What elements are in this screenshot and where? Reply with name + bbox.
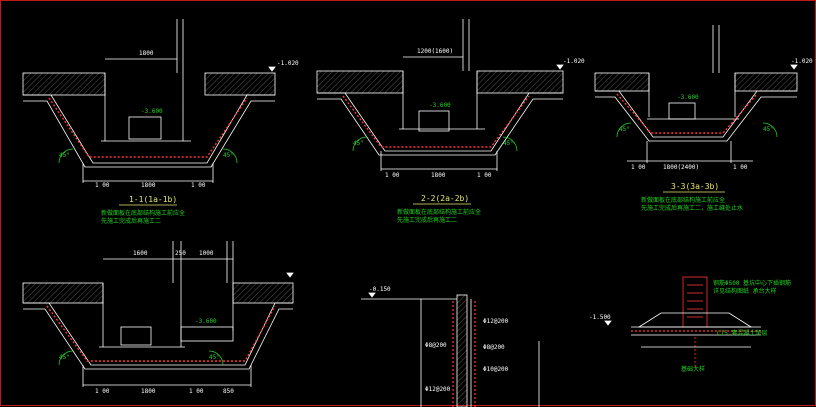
s1-slope-right: 45° [223, 152, 234, 159]
s3-dim-bottom-2: 1 00 [733, 164, 748, 171]
wall-label-4: Φ12@200 [425, 386, 451, 393]
s1-title: 1-1(1a-1b) [129, 195, 177, 204]
rebar-line [48, 97, 248, 158]
wall-detail [361, 292, 540, 407]
footing-base [637, 312, 753, 328]
s3-dim-bottom-0: 1 00 [631, 164, 646, 171]
sump [128, 116, 162, 140]
s2-slope-right: 45° [503, 140, 514, 147]
s1-slope-left: 45° [59, 152, 70, 159]
s1-level-pit: -3.600 [141, 108, 163, 115]
s4-dim-top-2: 1000 [199, 250, 214, 257]
s1-note-0: 新做面板在底部结构施工前应全 [101, 209, 185, 217]
s2-dim-bottom-1: 1800 [431, 172, 446, 179]
footing-label-right: C15 素混凝土垫层 [717, 329, 767, 337]
s3-note-0: 新做面板在底部结构施工前应全 [641, 196, 725, 204]
s3-slope-right: 45° [763, 126, 774, 133]
s3-dim-bottom-1: 1800(2400) [663, 164, 699, 171]
s3-note-1: 先施工完成后再施工二，施工缝处止水 [641, 204, 743, 212]
wall-level: -0.150 [369, 286, 391, 293]
slab-left [22, 72, 106, 96]
s4-slope-right: 45° [209, 354, 220, 361]
footing-note-0: 钢筋Φ500 基坑中心下插钢筋 [713, 279, 791, 287]
s2-dim-bottom-2: 1 00 [477, 172, 492, 179]
s4-dim-bottom-0: 1 00 [95, 388, 110, 395]
s1-dim-bottom-0: 1 00 [95, 182, 110, 189]
s2-title: 2-2(2a-2b) [421, 194, 469, 203]
wall-label-0: Φ12@200 [483, 318, 509, 325]
s1-dim-top: 1800 [139, 50, 154, 57]
slab-right [476, 70, 564, 94]
pit-outline-inner [23, 100, 275, 168]
slope-arc-right [222, 148, 238, 164]
wall-label-3: Φ8@200 [425, 342, 447, 349]
pit-outline-outer [317, 92, 563, 152]
pit-outline-inner [317, 98, 563, 156]
s1-note-1: 先施工完成后再施工二 [101, 217, 161, 225]
rebar-line [342, 95, 530, 148]
s2-dim-bottom-0: 1 00 [385, 172, 400, 179]
s4-dim-top-0: 1600 [133, 250, 148, 257]
s4-level-pit: -3.600 [195, 318, 217, 325]
s4-dim-bottom-3: 850 [223, 388, 234, 395]
footing-detail [604, 276, 761, 367]
s3-level-pit: -3.600 [677, 94, 699, 101]
s3-slope-left: 45° [619, 126, 630, 133]
wall-label-2: Φ10@200 [483, 366, 509, 373]
s3-level-top: -1.020 [791, 58, 813, 65]
s4-dim-bottom-2: 1 00 [189, 388, 204, 395]
s3-title: 3-3(3a-3b) [671, 182, 719, 191]
footing-note-1: 详见结构图纸 承台大样 [713, 287, 777, 295]
column-box [682, 276, 708, 328]
footing-caption: 基础大样 [681, 365, 705, 373]
s2-dim-top: 1200(1600) [417, 48, 453, 55]
section-1-1 [22, 19, 276, 183]
slab-left [316, 70, 404, 94]
s4-dim-bottom-1: 1800 [141, 388, 156, 395]
s4-dim-top-1: 250 [175, 250, 186, 257]
pit-outline-outer [23, 94, 275, 164]
s2-level-top: -1.020 [563, 58, 585, 65]
section-2-2 [316, 19, 564, 171]
s2-note-0: 新做面板在底部结构施工前应全 [397, 208, 481, 216]
s1-dim-bottom-1: 1800 [141, 182, 156, 189]
section-3-3 [594, 25, 798, 163]
section-4 [22, 241, 294, 387]
slope-arc-left [58, 148, 74, 164]
s4-slope-left: 45° [59, 354, 70, 361]
s2-note-1: 先施工完成后再施工二 [397, 216, 457, 224]
s2-level-pit: -3.600 [429, 102, 451, 109]
slab-right [204, 72, 276, 96]
s2-slope-left: 45° [353, 140, 364, 147]
s1-level-top: -1.020 [277, 60, 299, 67]
wall-label-1: Φ8@200 [483, 344, 505, 351]
footing-level: -1.500 [589, 314, 611, 321]
s1-dim-bottom-2: 1 00 [191, 182, 206, 189]
